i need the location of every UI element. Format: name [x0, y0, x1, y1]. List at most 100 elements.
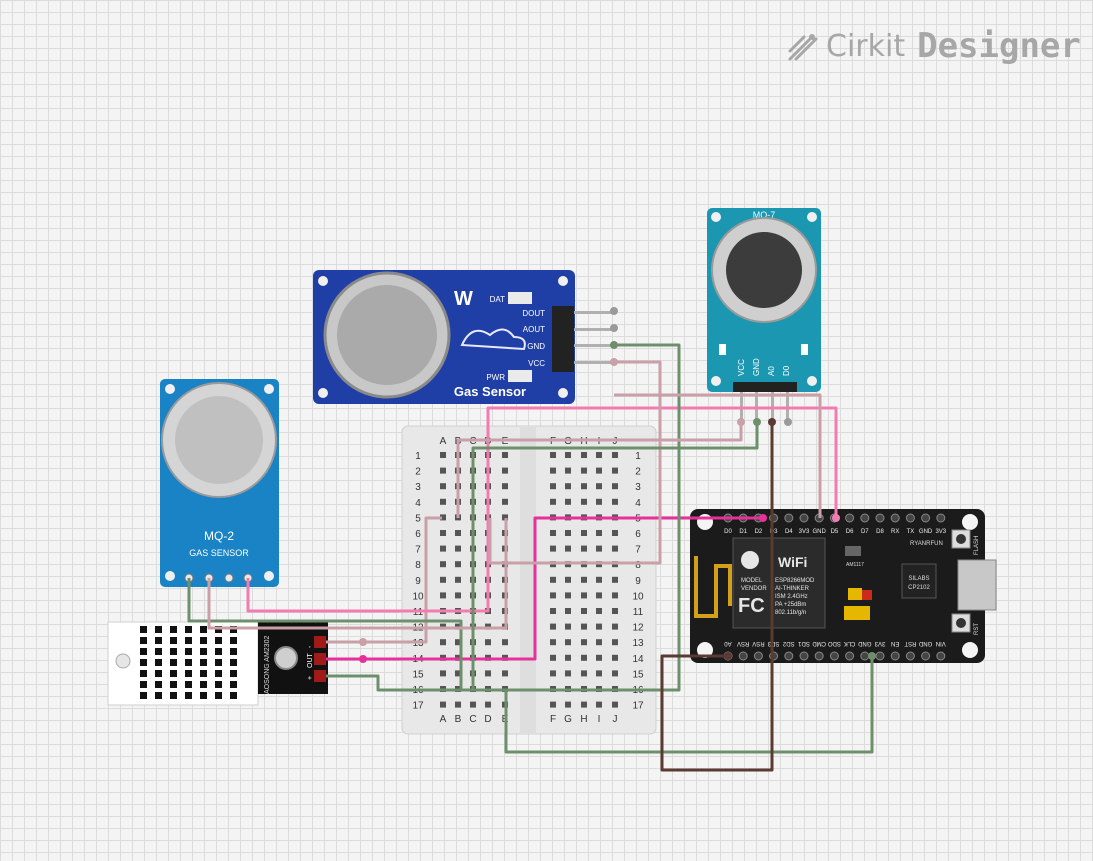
breadboard-hole[interactable] — [550, 623, 556, 630]
esp-pin-bottom[interactable] — [905, 651, 915, 661]
breadboard-hole[interactable] — [550, 608, 556, 614]
breadboard-hole[interactable] — [440, 701, 446, 708]
breadboard-hole[interactable] — [565, 576, 571, 583]
breadboard-hole[interactable] — [596, 623, 602, 630]
esp-pin-top[interactable] — [784, 513, 794, 523]
breadboard-hole[interactable] — [502, 467, 508, 474]
breadboard-hole[interactable] — [581, 608, 587, 614]
breadboard-hole[interactable] — [581, 639, 587, 646]
breadboard-hole[interactable] — [596, 483, 602, 490]
breadboard-hole[interactable] — [581, 592, 587, 599]
mq2-sensor[interactable]: MQ-2 GAS SENSOR — [160, 379, 279, 587]
breadboard-hole[interactable] — [581, 452, 587, 458]
breadboard-hole[interactable] — [612, 530, 618, 536]
breadboard-hole[interactable] — [596, 592, 602, 599]
breadboard-hole[interactable] — [565, 483, 571, 490]
breadboard-hole[interactable] — [612, 654, 618, 661]
breadboard-hole[interactable] — [455, 701, 461, 708]
wire-mq135-aout-to-esp[interactable] — [614, 393, 822, 518]
breadboard-hole[interactable] — [455, 530, 461, 536]
breadboard-hole[interactable] — [596, 576, 602, 583]
breadboard-hole[interactable] — [550, 545, 556, 552]
breadboard-hole[interactable] — [550, 530, 556, 536]
mq7-sensor[interactable]: MQ-7 VCC GND A0 D0 — [707, 208, 821, 422]
breadboard-hole[interactable] — [596, 608, 602, 614]
breadboard-hole[interactable] — [565, 498, 571, 505]
breadboard-hole[interactable] — [596, 545, 602, 552]
breadboard-hole[interactable] — [440, 483, 446, 490]
breadboard-hole[interactable] — [440, 545, 446, 552]
breadboard-hole[interactable] — [581, 670, 587, 677]
breadboard-hole[interactable] — [596, 530, 602, 536]
breadboard-hole[interactable] — [581, 701, 587, 708]
breadboard-hole[interactable] — [440, 639, 446, 646]
esp-pin-top[interactable] — [799, 513, 809, 523]
breadboard-hole[interactable] — [612, 467, 618, 474]
breadboard-hole[interactable] — [565, 545, 571, 552]
esp-pin-bottom[interactable] — [784, 651, 794, 661]
breadboard-hole[interactable] — [565, 623, 571, 630]
breadboard-hole[interactable] — [565, 608, 571, 614]
breadboard-hole[interactable] — [485, 670, 491, 677]
breadboard-hole[interactable] — [440, 452, 446, 458]
breadboard-hole[interactable] — [550, 483, 556, 490]
breadboard-hole[interactable] — [565, 654, 571, 661]
wire-mq2-ao-to-esp[interactable] — [246, 406, 838, 613]
breadboard-hole[interactable] — [502, 639, 508, 646]
breadboard-hole[interactable] — [550, 654, 556, 661]
breadboard-hole[interactable] — [581, 498, 587, 505]
breadboard-hole[interactable] — [612, 498, 618, 505]
esp-pin-bottom[interactable] — [799, 651, 809, 661]
breadboard-hole[interactable] — [581, 545, 587, 552]
breadboard-hole[interactable] — [612, 452, 618, 458]
esp-pin-top[interactable] — [905, 513, 915, 523]
breadboard-hole[interactable] — [502, 514, 508, 521]
breadboard-hole[interactable] — [550, 467, 556, 474]
breadboard-hole[interactable] — [440, 576, 446, 583]
breadboard-hole[interactable] — [455, 592, 461, 599]
breadboard-hole[interactable] — [612, 608, 618, 614]
breadboard-hole[interactable] — [550, 592, 556, 599]
wire-dht-out-to-esp[interactable] — [326, 516, 763, 661]
breadboard-hole[interactable] — [455, 639, 461, 646]
breadboard-hole[interactable] — [485, 639, 491, 646]
wire-dht-minus-to-breadboard[interactable] — [326, 516, 442, 644]
breadboard-hole[interactable] — [502, 483, 508, 490]
breadboard-hole[interactable] — [440, 670, 446, 677]
breadboard-hole[interactable] — [502, 670, 508, 677]
breadboard-hole[interactable] — [596, 670, 602, 677]
breadboard-hole[interactable] — [565, 670, 571, 677]
breadboard-hole[interactable] — [565, 592, 571, 599]
breadboard-hole[interactable] — [455, 576, 461, 583]
esp-pin-top[interactable] — [921, 513, 931, 523]
dht22-sensor[interactable]: AOSONG AM2302 - OUT + — [107, 621, 328, 706]
esp-pin-bottom[interactable] — [845, 651, 855, 661]
esp8266-nodemcu[interactable]: WiFi FC MODEL VENDOR ESP8266MOD AI-THINK… — [690, 509, 997, 663]
esp-pin-bottom[interactable] — [936, 651, 946, 661]
esp-pin-top[interactable] — [875, 513, 885, 523]
esp-pin-top[interactable] — [936, 513, 946, 523]
wire-mq7-a0-to-esp[interactable] — [660, 422, 774, 772]
breadboard-hole[interactable] — [596, 639, 602, 646]
wire-mq2-vcc-to-breadboard[interactable] — [187, 578, 463, 690]
esp-pin-bottom[interactable] — [814, 651, 824, 661]
breadboard-hole[interactable] — [581, 654, 587, 661]
breadboard-hole[interactable] — [550, 639, 556, 646]
breadboard-hole[interactable] — [596, 452, 602, 458]
breadboard-hole[interactable] — [485, 701, 491, 708]
breadboard-hole[interactable] — [440, 561, 446, 568]
wire-mq2-gnd-to-breadboard[interactable] — [207, 518, 508, 630]
breadboard-hole[interactable] — [565, 530, 571, 536]
esp-pin-top[interactable] — [845, 513, 855, 523]
esp-pin-bottom[interactable] — [829, 651, 839, 661]
breadboard-hole[interactable] — [565, 467, 571, 474]
breadboard-hole[interactable] — [612, 701, 618, 708]
breadboard-hole[interactable] — [581, 623, 587, 630]
breadboard-hole[interactable] — [550, 452, 556, 458]
esp-pin-bottom[interactable] — [753, 651, 763, 661]
breadboard-hole[interactable] — [565, 452, 571, 458]
breadboard-hole[interactable] — [502, 452, 508, 458]
breadboard-hole[interactable] — [455, 545, 461, 552]
esp-pin-bottom[interactable] — [860, 651, 870, 661]
breadboard-hole[interactable] — [440, 498, 446, 505]
